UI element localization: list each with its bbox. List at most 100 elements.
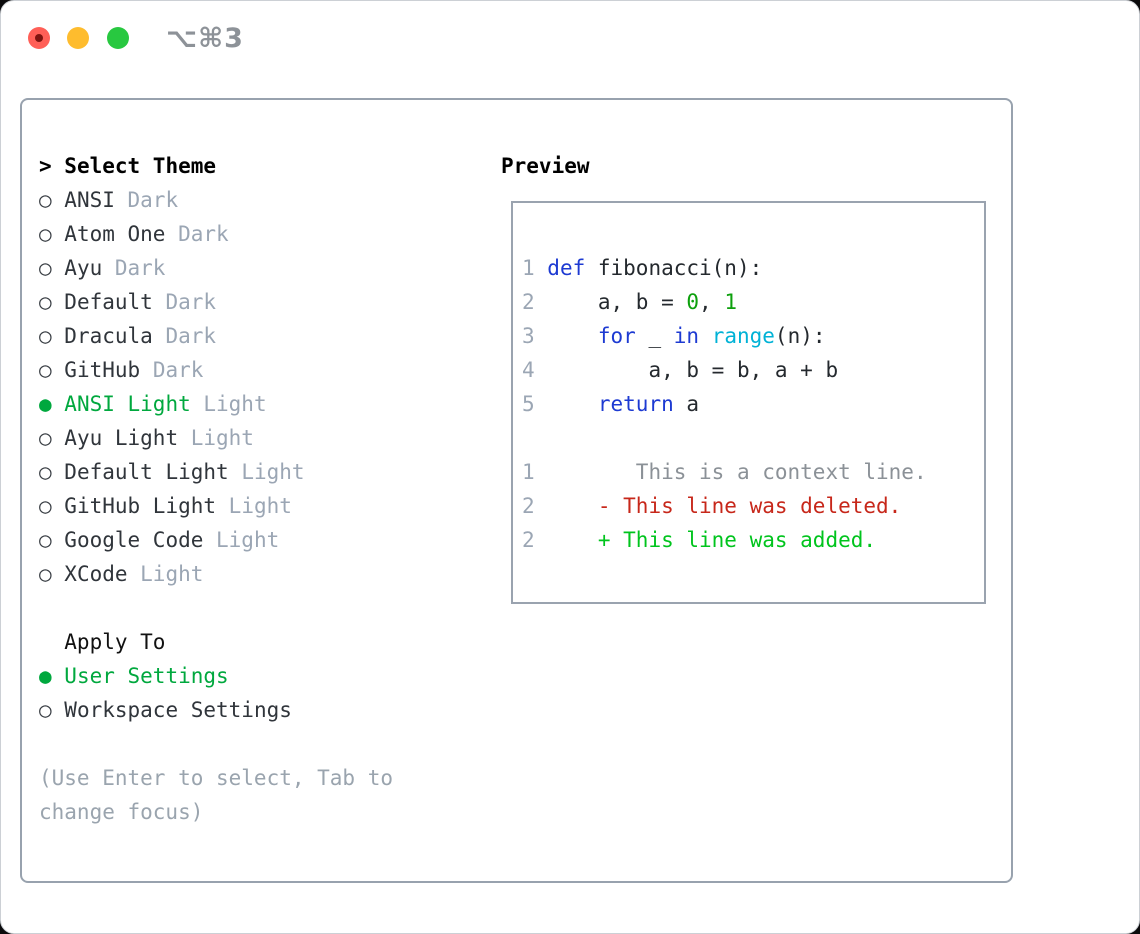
- theme-option-ayu[interactable]: ○ Ayu Dark: [39, 251, 393, 285]
- theme-option-dracula[interactable]: ○ Dracula Dark: [39, 319, 393, 353]
- maximize-button[interactable]: [107, 27, 129, 49]
- theme-variant-label: Light: [216, 494, 292, 518]
- code-span-bi: range: [711, 324, 775, 348]
- code-line: 5 return a: [522, 387, 978, 421]
- radio-unselected-icon: ○: [39, 698, 52, 722]
- theme-name: Google Code: [51, 528, 204, 552]
- help-text: (Use Enter to select, Tab to change focu…: [39, 761, 393, 829]
- preview-title: Preview: [501, 154, 590, 178]
- theme-name: ANSI Light: [51, 392, 191, 416]
- code-line: [522, 421, 978, 455]
- theme-option-ayu-light[interactable]: ○ Ayu Light Light: [39, 421, 393, 455]
- theme-name: Default: [51, 290, 153, 314]
- theme-option-google-code[interactable]: ○ Google Code Light: [39, 523, 393, 557]
- radio-unselected-icon: ○: [39, 528, 52, 552]
- code-span-pl: a, b =: [547, 290, 687, 314]
- theme-name: Ayu: [51, 256, 103, 280]
- radio-unselected-icon: ○: [39, 494, 52, 518]
- line-number: [522, 426, 535, 450]
- theme-option-atom-one[interactable]: ○ Atom One Dark: [39, 217, 393, 251]
- theme-option-github-light[interactable]: ○ GitHub Light Light: [39, 489, 393, 523]
- line-number: 1: [522, 460, 548, 484]
- line-number: 2: [522, 290, 548, 314]
- line-number: 1: [522, 256, 548, 280]
- theme-option-ansi[interactable]: ○ ANSI Dark: [39, 183, 393, 217]
- code-span-lit: 0: [686, 290, 700, 314]
- line-number: 2: [522, 528, 548, 552]
- focus-prompt-icon: >: [39, 154, 52, 178]
- theme-option-default[interactable]: ○ Default Dark: [39, 285, 393, 319]
- code-span-del: - This line was deleted.: [597, 494, 902, 518]
- radio-unselected-icon: ○: [39, 426, 52, 450]
- apply-option-user-settings[interactable]: ● User Settings: [39, 659, 393, 693]
- radio-unselected-icon: ○: [39, 460, 52, 484]
- theme-name: Default Light: [51, 460, 229, 484]
- theme-selector-title: Select Theme: [51, 154, 217, 178]
- theme-variant-label: Dark: [152, 290, 217, 314]
- code-span-pl: ,: [699, 290, 725, 314]
- line-number: 2: [522, 494, 548, 518]
- theme-option-default-light[interactable]: ○ Default Light Light: [39, 455, 393, 489]
- radio-unselected-icon: ○: [39, 256, 52, 280]
- theme-name: Dracula: [51, 324, 153, 348]
- theme-variant-label: Dark: [114, 188, 179, 212]
- theme-option-ansi-light[interactable]: ● ANSI Light Light: [39, 387, 393, 421]
- theme-name: GitHub: [51, 358, 141, 382]
- theme-option-xcode[interactable]: ○ XCode Light: [39, 557, 393, 591]
- window-title: ⌥⌘3: [166, 23, 244, 54]
- radio-selected-icon: ●: [39, 664, 52, 688]
- code-span-kw: return: [597, 392, 674, 416]
- theme-variant-label: Light: [190, 392, 267, 416]
- code-span-add: + This line was added.: [597, 528, 877, 552]
- close-button[interactable]: [28, 27, 50, 49]
- code-span-lit: 1: [724, 290, 737, 314]
- code-span-ctx: This is a context line.: [547, 460, 927, 484]
- theme-list: ○ ANSI Dark○ Atom One Dark○ Ayu Dark○ De…: [39, 183, 393, 591]
- code-span-pl: [699, 324, 712, 348]
- apply-to-list: ● User Settings○ Workspace Settings: [39, 659, 393, 727]
- apply-option-label: Workspace Settings: [51, 698, 292, 722]
- code-line: 2 + This line was added.: [522, 523, 978, 557]
- theme-name: ANSI: [51, 188, 115, 212]
- radio-unselected-icon: ○: [39, 290, 52, 314]
- theme-variant-label: Light: [178, 426, 254, 450]
- close-button-dot-icon: [35, 34, 43, 42]
- apply-option-label: User Settings: [51, 664, 229, 688]
- radio-unselected-icon: ○: [39, 324, 52, 348]
- theme-option-github[interactable]: ○ GitHub Dark: [39, 353, 393, 387]
- radio-unselected-icon: ○: [39, 188, 52, 212]
- theme-variant-label: Dark: [152, 324, 217, 348]
- line-number: 5: [522, 392, 548, 416]
- code-line: 1 This is a context line.: [522, 455, 978, 489]
- code-span-pl: [547, 324, 598, 348]
- line-number: 4: [522, 358, 548, 382]
- radio-selected-icon: ●: [39, 392, 52, 416]
- spacer: [39, 727, 393, 761]
- theme-variant-label: Dark: [102, 256, 166, 280]
- code-span-pl: fibonacci(n):: [585, 256, 763, 280]
- minimize-button[interactable]: [67, 27, 89, 49]
- code-span-pl: [547, 528, 598, 552]
- apply-to-title: Apply To: [39, 630, 166, 654]
- theme-variant-label: Dark: [165, 222, 229, 246]
- theme-selector-panel: > Select Theme ○ ANSI Dark○ Atom One Dar…: [39, 149, 393, 829]
- theme-settings-dialog: > Select Theme ○ ANSI Dark○ Atom One Dar…: [20, 98, 1013, 883]
- code-span-kw: in: [673, 324, 700, 348]
- theme-variant-label: Light: [203, 528, 280, 552]
- code-line: 2 a, b = 0, 1: [522, 285, 978, 319]
- radio-unselected-icon: ○: [39, 562, 52, 586]
- code-line: 4 a, b = b, a + b: [522, 353, 978, 387]
- line-number: 3: [522, 324, 548, 348]
- theme-name: Ayu Light: [51, 426, 179, 450]
- code-span-pl: [547, 494, 598, 518]
- code-span-kw: def: [547, 256, 586, 280]
- code-line: 3 for _ in range(n):: [522, 319, 978, 353]
- help-line-2: change focus): [39, 800, 204, 824]
- theme-name: Atom One: [51, 222, 166, 246]
- radio-unselected-icon: ○: [39, 358, 52, 382]
- theme-name: XCode: [51, 562, 128, 586]
- apply-to-header: Apply To: [39, 625, 393, 659]
- apply-option-workspace-settings[interactable]: ○ Workspace Settings: [39, 693, 393, 727]
